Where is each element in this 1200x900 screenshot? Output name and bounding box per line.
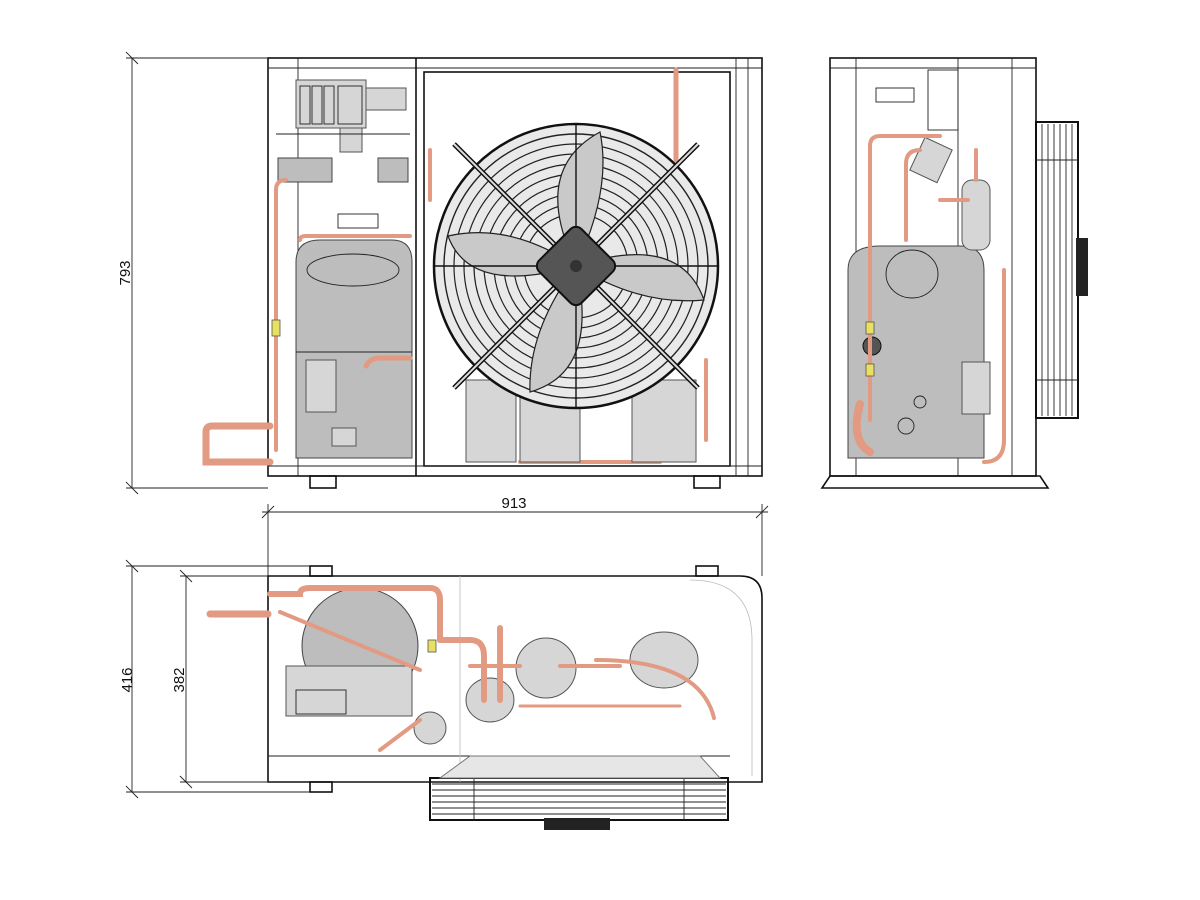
front-casing-outline <box>267 57 763 477</box>
front-foot-right <box>693 475 721 489</box>
side-fan-motor <box>1076 238 1088 296</box>
front-fan-guard <box>432 122 720 410</box>
front-compressor <box>295 239 413 459</box>
top-copper-pipes <box>206 585 716 752</box>
dimension-depth-body: 382 <box>171 569 268 789</box>
side-view <box>820 57 1088 489</box>
dimension-label-height: 793 <box>117 260 134 285</box>
side-label-plate <box>875 87 915 103</box>
dimension-height: 793 <box>117 51 268 495</box>
top-view <box>206 565 763 830</box>
dimension-label-depth-body: 382 <box>171 667 188 692</box>
side-base-rail <box>820 475 1050 489</box>
dimension-depth-overall: 416 <box>119 559 310 799</box>
front-foot-left <box>309 475 337 489</box>
front-label-plate <box>337 213 379 229</box>
top-casing-outline <box>267 575 763 783</box>
top-fan-motor <box>544 818 610 830</box>
side-copper-pipes <box>852 134 1006 464</box>
dimension-label-width: 913 <box>501 495 526 512</box>
dimension-label-depth-overall: 416 <box>119 667 136 692</box>
side-compressor <box>847 245 985 459</box>
front-view <box>202 57 763 489</box>
side-filter-drier <box>961 179 991 251</box>
dimension-width: 913 <box>261 495 769 576</box>
top-fan-guard <box>429 755 729 830</box>
side-fan-guard <box>1035 121 1088 419</box>
electrical-components <box>276 79 410 229</box>
